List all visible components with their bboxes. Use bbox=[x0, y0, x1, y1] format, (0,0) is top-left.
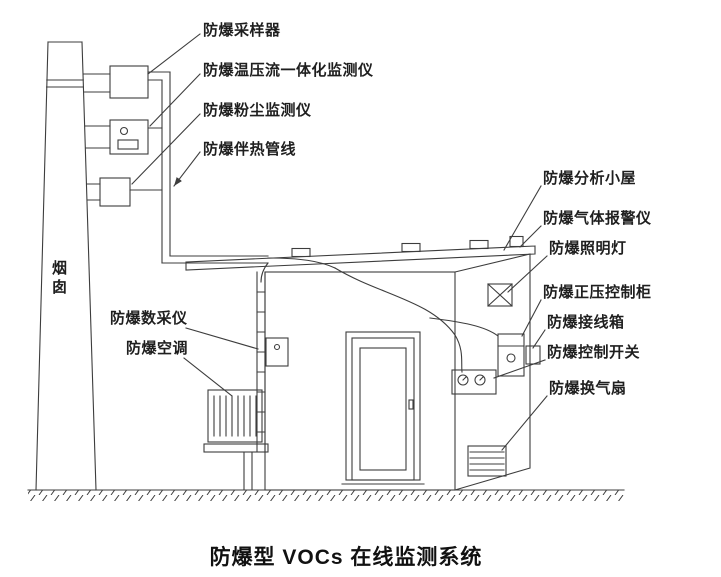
control-switch-device bbox=[451, 369, 497, 395]
lighting-lamp-device bbox=[487, 283, 513, 307]
house-body-drawing bbox=[264, 253, 531, 491]
label-gas-alarm: 防爆气体报警仪 bbox=[543, 210, 652, 227]
label-control-switch: 防爆控制开关 bbox=[547, 344, 641, 361]
data-logger-device bbox=[265, 337, 289, 367]
ventilation-fan-device bbox=[467, 445, 507, 477]
label-pressure-cabinet: 防爆正压控制柜 bbox=[543, 284, 652, 301]
page-title: 防爆型 VOCs 在线监测系统 bbox=[209, 546, 483, 569]
label-integrated-monitor: 防爆温压流一体化监测仪 bbox=[203, 62, 374, 79]
house-door-drawing bbox=[341, 331, 425, 485]
label-chimney: 烟囱 bbox=[50, 260, 67, 298]
sampler-device bbox=[83, 65, 149, 99]
label-analysis-house: 防爆分析小屋 bbox=[543, 170, 637, 187]
label-air-conditioner: 防爆空调 bbox=[126, 340, 189, 357]
heat-trace-pipe-drawing bbox=[129, 71, 336, 269]
ground-drawing bbox=[27, 489, 625, 501]
dust-monitor-device bbox=[86, 177, 131, 207]
label-ventilation-fan: 防爆换气扇 bbox=[549, 380, 627, 397]
interior-cables-drawing bbox=[334, 267, 499, 373]
gas-alarm-device bbox=[509, 235, 524, 248]
chimney-drawing bbox=[35, 41, 97, 491]
integrated-monitor-device bbox=[84, 119, 149, 155]
house-roof-drawing bbox=[185, 239, 536, 271]
cable-tray-drawing bbox=[256, 262, 269, 453]
air-conditioner-device bbox=[203, 389, 269, 491]
leader-lines bbox=[131, 33, 548, 451]
label-sampler: 防爆采样器 bbox=[203, 22, 281, 39]
label-lighting-lamp: 防爆照明灯 bbox=[549, 240, 627, 257]
label-dust-monitor: 防爆粉尘监测仪 bbox=[203, 102, 312, 119]
label-junction-box: 防爆接线箱 bbox=[547, 314, 625, 331]
pressure-cabinet-device bbox=[497, 333, 525, 377]
label-data-logger: 防爆数采仪 bbox=[110, 310, 188, 327]
junction-box-device bbox=[525, 345, 541, 365]
label-heat-trace-line: 防爆伴热管线 bbox=[203, 141, 297, 158]
